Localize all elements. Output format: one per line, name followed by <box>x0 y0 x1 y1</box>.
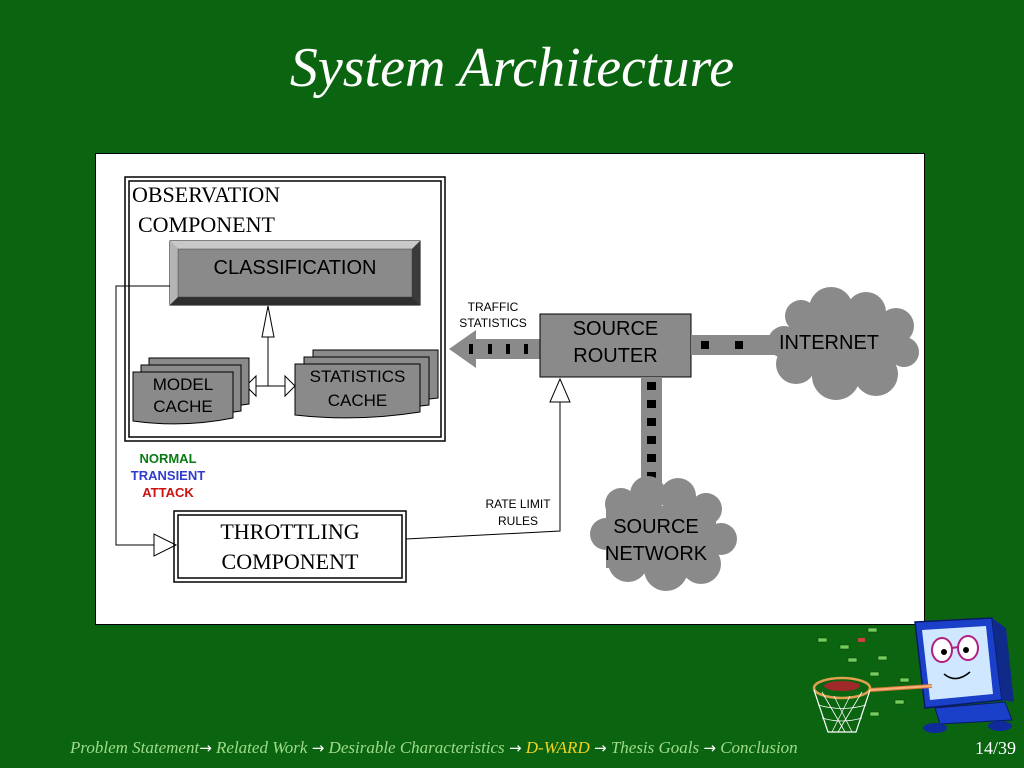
traffic-arrowhead <box>449 330 476 368</box>
nav-arrow-icon: → <box>199 739 212 757</box>
model-cache-stack <box>132 357 250 425</box>
throttling-line2: COMPONENT <box>221 549 359 574</box>
source-router-line2: ROUTER <box>573 345 658 367</box>
observation-title-line1: OBSERVATION <box>132 182 281 207</box>
statistics-cache-stack <box>294 349 439 419</box>
statistics-cache-label: STATISTICS CACHE <box>295 365 420 413</box>
model-cache-label: MODEL CACHE <box>133 374 233 418</box>
arrowhead-to-throttling <box>153 533 178 557</box>
observation-title-line2: COMPONENT <box>138 212 275 237</box>
slide-title: System Architecture <box>289 37 735 99</box>
nav-related-work[interactable]: Related Work <box>216 738 308 757</box>
arrowhead-to-router <box>549 377 571 403</box>
nav-arrow-icon: → <box>508 739 522 757</box>
statistics-cache-line1: STATISTICS <box>309 367 406 386</box>
observation-component-title: OBSERVATION COMPONENT <box>132 180 280 240</box>
nav-desirable-characteristics[interactable]: Desirable Characteristics <box>328 738 505 757</box>
nav-conclusion[interactable]: Conclusion <box>720 738 798 757</box>
traffic-statistics-line1: TRAFFIC <box>467 300 519 314</box>
throttling-component-frame <box>173 510 407 583</box>
state-attack: ATTACK <box>142 485 194 500</box>
nav-arrow-icon: → <box>311 739 325 757</box>
page-number: 14/39 <box>974 738 1016 758</box>
classification-label: CLASSIFICATION <box>213 257 377 279</box>
nav-arrow-icon: → <box>593 739 607 757</box>
rate-limit-wire <box>405 402 561 540</box>
arrowhead-to-classification <box>261 305 275 338</box>
breadcrumb-navigation: Problem Statement→ Related Work → Desira… <box>70 738 798 758</box>
source-network-label: SOURCE NETWORK <box>591 514 721 568</box>
source-router-box <box>539 313 692 378</box>
source-network-line1: SOURCE <box>613 516 699 538</box>
source-network-line2: NETWORK <box>604 543 708 565</box>
nav-thesis-goals[interactable]: Thesis Goals <box>610 738 700 757</box>
state-normal: NORMAL <box>139 451 197 466</box>
state-transient: TRANSIENT <box>130 468 206 483</box>
nav-problem-statement[interactable]: Problem Statement <box>70 738 200 757</box>
traffic-statistics-label: TRAFFIC STATISTICS <box>446 299 540 331</box>
nav-d-ward-current[interactable]: D-WARD <box>525 738 590 757</box>
model-cache-line1: MODEL <box>152 375 214 394</box>
architecture-diagram: OBSERVATION COMPONENT CLASSIFICATION MOD… <box>95 153 925 625</box>
observation-component-frame <box>124 176 446 442</box>
source-network-cloud <box>590 476 737 591</box>
state-legend: NORMAL TRANSIENT ATTACK <box>118 450 218 501</box>
rate-limit-line1: RATE LIMIT <box>485 497 551 511</box>
rate-limit-line2: RULES <box>497 514 538 528</box>
statistics-cache-line2: CACHE <box>327 391 388 410</box>
model-cache-line2: CACHE <box>153 397 213 416</box>
throttling-line1: THROTTLING <box>220 519 360 544</box>
classification-box <box>169 240 421 306</box>
source-router-label: SOURCE ROUTER <box>540 316 691 370</box>
internet-label: INTERNET <box>779 332 879 354</box>
rate-limit-rules-label: RATE LIMIT RULES <box>468 496 568 530</box>
classification-to-throttling-wire <box>115 285 170 546</box>
throttling-component-label: THROTTLING COMPONENT <box>178 517 402 577</box>
traffic-statistics-line2: STATISTICS <box>459 316 527 330</box>
nav-arrow-icon: → <box>703 739 716 757</box>
diagram-graphics <box>115 176 919 591</box>
source-router-line1: SOURCE <box>572 318 659 340</box>
internet-cloud <box>768 287 919 400</box>
